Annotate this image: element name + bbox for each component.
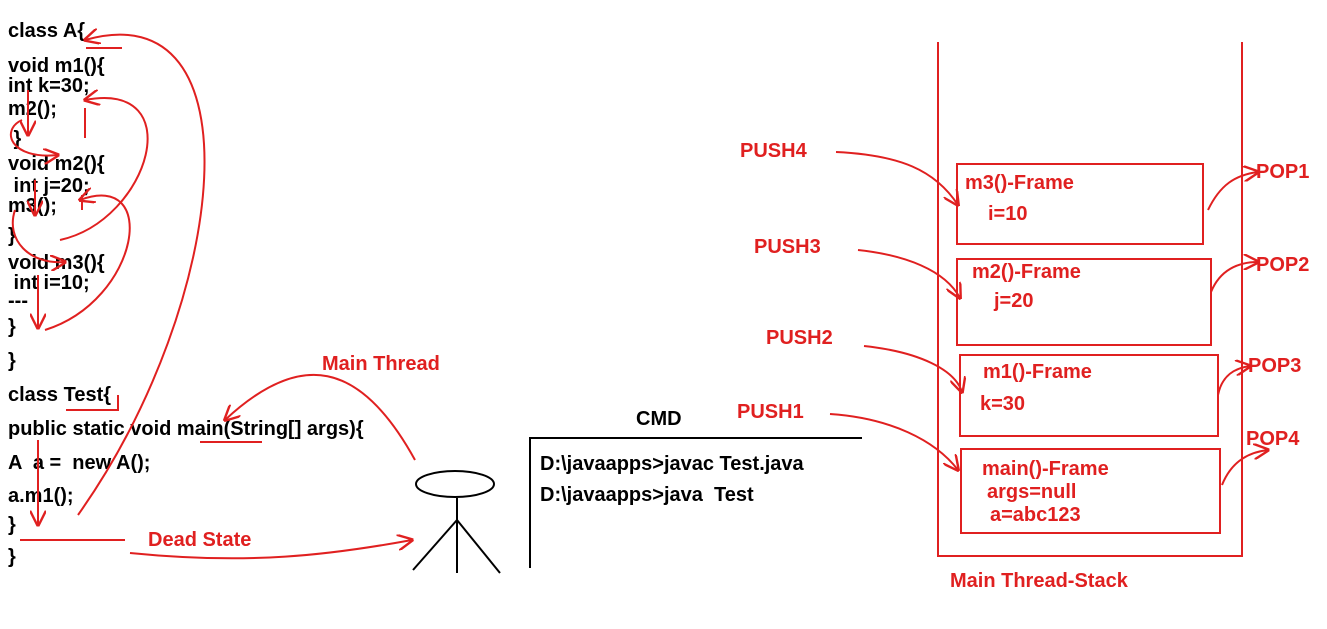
thread-figure xyxy=(412,470,501,574)
stack-title: Main Thread-Stack xyxy=(950,570,1128,592)
stack-frame-m2 xyxy=(956,258,1212,346)
frame-name: main()-Frame xyxy=(982,458,1109,480)
stack-frame-main xyxy=(960,448,1221,534)
code-line: class Test{ xyxy=(8,384,112,406)
code-line: } xyxy=(8,128,22,150)
code-line: } xyxy=(8,546,16,568)
pop-arrow xyxy=(1210,262,1258,293)
push-label: PUSH2 xyxy=(766,327,833,349)
stack-outline xyxy=(937,42,1243,557)
pop-arrow xyxy=(1217,366,1250,396)
cmd-line: D:\javaapps>javac Test.java xyxy=(540,453,804,475)
stack-frame-m3 xyxy=(956,163,1204,245)
push-label: PUSH1 xyxy=(737,401,804,423)
code-line: int k=30; xyxy=(8,75,90,97)
cmd-title: CMD xyxy=(636,408,682,430)
code-line: public static void main(String[] args){ xyxy=(8,418,364,440)
push-label: PUSH4 xyxy=(740,140,807,162)
push-arrow xyxy=(857,249,960,298)
frame-var: k=30 xyxy=(980,393,1026,415)
dead-state-label: Dead State xyxy=(148,529,252,551)
cmd-line: D:\javaapps>java Test xyxy=(540,484,754,506)
pop-arrow xyxy=(1207,172,1258,211)
code-line: --- xyxy=(8,290,28,312)
call-arrow xyxy=(11,209,65,262)
call-arrow xyxy=(9,119,58,156)
push-arrow xyxy=(863,345,962,392)
frame-var: a=abc123 xyxy=(990,504,1081,526)
code-line: } xyxy=(8,316,16,338)
call-arrow xyxy=(77,35,206,516)
push-arrow xyxy=(835,151,958,205)
frame-name: m1()-Frame xyxy=(983,361,1092,383)
code-line: } xyxy=(8,350,16,372)
frame-var: j=20 xyxy=(994,290,1034,312)
pop-label: POP2 xyxy=(1256,254,1310,276)
dead-state-arrow xyxy=(129,540,412,560)
pop-arrow xyxy=(1221,450,1268,486)
code-line: } xyxy=(8,225,16,247)
main-thread-arrow xyxy=(225,373,416,461)
code-line: class A{ xyxy=(8,20,86,42)
call-arrow xyxy=(44,196,131,331)
cmd-box xyxy=(529,437,862,568)
frame-var: args=null xyxy=(987,481,1077,503)
pop-label: POP1 xyxy=(1256,161,1310,183)
frame-var: i=10 xyxy=(988,203,1028,225)
code-line: } xyxy=(8,514,16,536)
code-line: void m1(){ xyxy=(8,55,105,77)
pop-label: POP3 xyxy=(1248,355,1302,377)
stack-frame-m1 xyxy=(959,354,1219,437)
code-line: m2(); xyxy=(8,98,57,120)
code-line: a.m1(); xyxy=(8,485,74,507)
code-line: int i=10; xyxy=(8,272,90,294)
main-thread-label: Main Thread xyxy=(322,353,440,375)
call-arrow xyxy=(59,98,149,241)
frame-name: m2()-Frame xyxy=(972,261,1081,283)
push-label: PUSH3 xyxy=(754,236,821,258)
code-underline xyxy=(66,395,119,411)
push-arrow xyxy=(829,413,958,470)
frame-name: m3()-Frame xyxy=(965,172,1074,194)
code-line: void m2(){ xyxy=(8,153,105,175)
